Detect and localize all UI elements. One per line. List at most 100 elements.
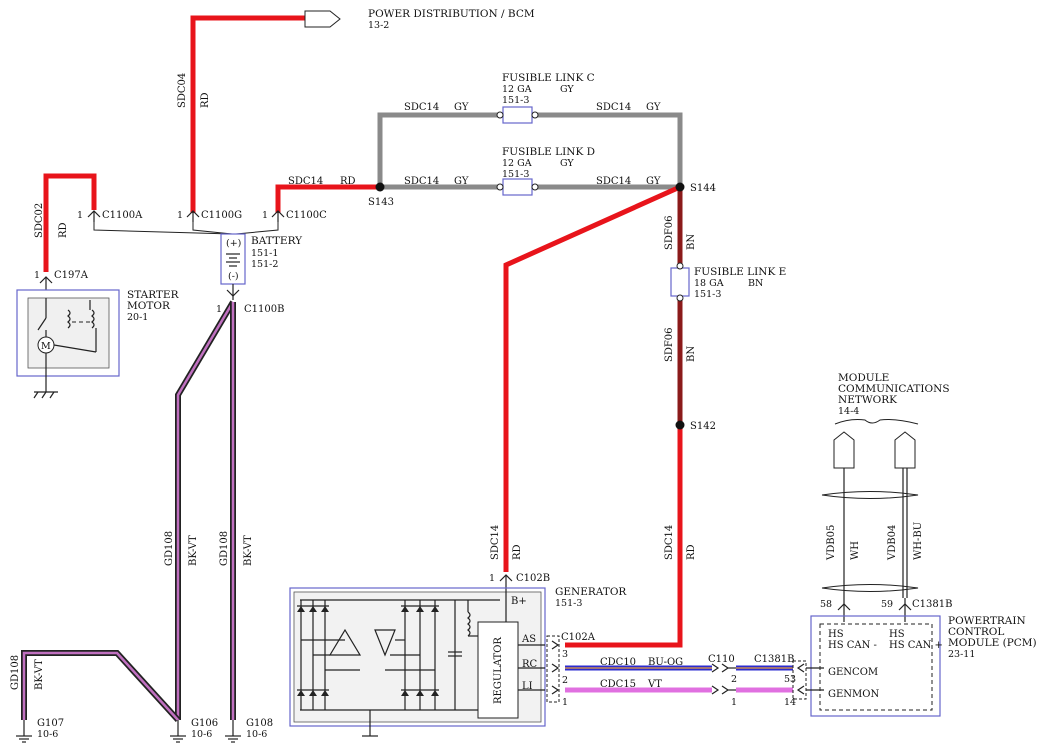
label-sdc14-a: SDC14 xyxy=(288,176,323,187)
starter-title-2: MOTOR xyxy=(127,300,171,312)
svg-text:C197A: C197A xyxy=(54,270,89,281)
twisted-pair-marker-bottom xyxy=(821,584,919,592)
svg-text:1: 1 xyxy=(489,573,495,584)
fusible-link-e-gauge: 18 GA xyxy=(694,278,724,289)
network-title-2: COMMUNICATIONS xyxy=(838,383,950,395)
wire-gd108-a xyxy=(175,300,236,720)
starter-motor-box xyxy=(16,289,120,377)
generator-title: GENERATOR xyxy=(555,586,627,598)
diode-bridge-icon xyxy=(297,599,500,737)
wire-sdc02 xyxy=(43,173,97,272)
battery-lead-g xyxy=(192,222,233,235)
power-distribution-arrow-icon xyxy=(304,10,341,28)
starter-ref: 20-1 xyxy=(127,312,148,323)
regulator-box xyxy=(477,621,519,719)
battery-title: BATTERY xyxy=(251,235,303,247)
label-bkvt-a: BK-VT xyxy=(188,535,199,566)
starter-title-1: STARTER xyxy=(127,289,180,301)
connector-c1100b: 1 C1100B xyxy=(216,284,284,315)
svg-text:1: 1 xyxy=(731,697,737,708)
label-cdc10: CDC10 xyxy=(600,657,636,668)
label-sdc04: SDC04 xyxy=(177,73,188,108)
generator-rc: RC xyxy=(522,659,538,670)
svg-text:C1100A: C1100A xyxy=(102,210,143,221)
label-rd-as: RD xyxy=(686,544,697,560)
label-bkvt-c: BK-VT xyxy=(34,659,45,690)
svg-text:58: 58 xyxy=(820,599,832,610)
network-ref: 14-4 xyxy=(838,406,859,417)
wire-gd108-c xyxy=(21,650,181,723)
label-sdf06-b: SDF06 xyxy=(664,327,675,362)
label-vdb05: VDB05 xyxy=(826,525,837,561)
connector-c1100a: 1 C1100A xyxy=(77,210,143,222)
label-gy-c1: GY xyxy=(454,102,469,113)
network-arrow-can-plus-icon xyxy=(894,431,916,469)
battery-ref2: 151-2 xyxy=(251,259,278,270)
connector-c197a: 1 C197A xyxy=(34,270,89,290)
pcm-internal xyxy=(819,623,933,711)
svg-text:C1381B: C1381B xyxy=(754,654,794,665)
wire-vdb04 xyxy=(902,468,908,598)
svg-text:1: 1 xyxy=(34,270,40,281)
generator-box xyxy=(289,587,546,727)
svg-text:53: 53 xyxy=(784,674,796,685)
power-distribution-ref: 13-2 xyxy=(368,20,389,31)
label-gd108-b: GD108 xyxy=(219,531,230,566)
pcm-gencom: GENCOM xyxy=(828,667,878,678)
label-wh-bu: WH-BU xyxy=(913,522,924,560)
network-brace xyxy=(834,419,919,425)
svg-text:C1100G: C1100G xyxy=(201,210,242,221)
label-bn-b: BN xyxy=(686,346,697,362)
g108-label: G108 xyxy=(246,718,273,729)
splice-s144-dot xyxy=(675,182,685,192)
pcm-can-minus: HS CAN - xyxy=(828,640,877,651)
label-gd108-a: GD108 xyxy=(164,531,175,566)
pcm-genmon: GENMON xyxy=(828,689,879,700)
splice-s143: S143 xyxy=(368,197,394,208)
pcm-box xyxy=(810,615,941,717)
svg-text:1: 1 xyxy=(262,210,268,221)
label-sdc14-c1: SDC14 xyxy=(404,102,439,113)
network-title-1: MODULE xyxy=(838,372,889,384)
generator-as: AS xyxy=(521,634,536,645)
g106-ref: 10-6 xyxy=(191,729,212,740)
fusible-link-c-icon xyxy=(496,106,539,124)
generator-bplus: B+ xyxy=(511,596,527,607)
svg-text:(-): (-) xyxy=(228,271,239,282)
fusible-link-e-ref: 151-3 xyxy=(694,289,721,300)
ground-icon-starter xyxy=(33,378,58,399)
connector-c102a: C102A 3 2 1 xyxy=(546,632,596,708)
wire-sdc14-link-c xyxy=(377,112,683,187)
generator-ref: 151-3 xyxy=(555,598,582,609)
ground-icon-g106 xyxy=(170,720,186,743)
connector-c1100b-label: C1100B xyxy=(244,304,284,315)
splice-s142-dot xyxy=(675,420,685,430)
fusible-link-c-color: GY xyxy=(560,84,574,95)
ground-icon-g108 xyxy=(225,720,241,743)
wire-sdc14-as xyxy=(565,425,683,648)
svg-text:(+): (+) xyxy=(226,238,241,249)
network-arrow-can-minus-icon xyxy=(833,431,855,469)
label-gd108-c: GD108 xyxy=(10,655,21,690)
svg-text:3: 3 xyxy=(562,649,568,660)
label-cdc15: CDC15 xyxy=(600,679,636,690)
label-gy-d2: GY xyxy=(646,176,661,187)
svg-text:C1100C: C1100C xyxy=(286,210,327,221)
wire-sdc14-battery xyxy=(275,184,380,213)
fusible-link-e-icon xyxy=(670,262,690,302)
power-distribution-title: POWER DISTRIBUTION / BCM xyxy=(368,8,535,20)
svg-text:1: 1 xyxy=(216,304,222,315)
twisted-pair-marker-top xyxy=(821,491,919,499)
fusible-link-d-gauge: 12 GA xyxy=(502,158,532,169)
fusible-link-e-title: FUSIBLE LINK E xyxy=(694,266,786,278)
g107-label: G107 xyxy=(37,718,64,729)
label-sdc14-d2: SDC14 xyxy=(596,176,631,187)
battery-lead-c xyxy=(235,222,279,235)
g107-ref: 10-6 xyxy=(37,729,58,740)
label-wh: WH xyxy=(850,541,861,560)
fusible-link-d-title: FUSIBLE LINK D xyxy=(502,146,595,158)
label-rd-sdc04: RD xyxy=(200,92,211,108)
battery-lead-a xyxy=(93,222,233,235)
svg-text:C110: C110 xyxy=(708,654,735,665)
g106-label: G106 xyxy=(191,718,218,729)
